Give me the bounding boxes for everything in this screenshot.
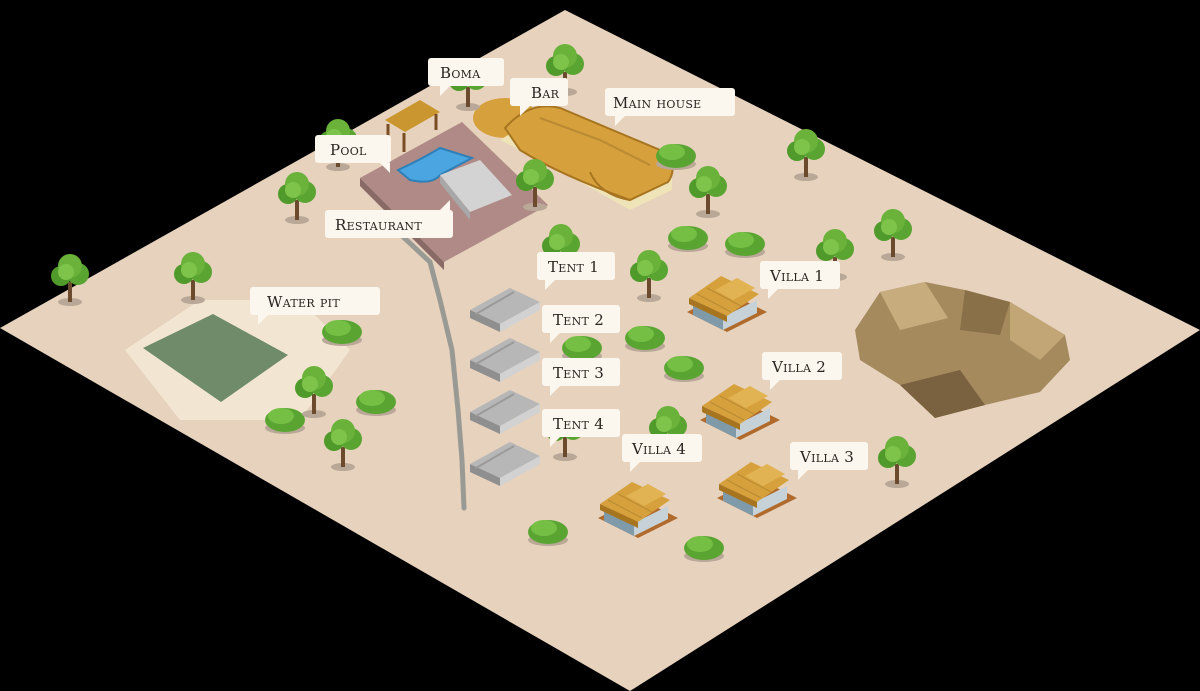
label-tent-2: Tent 2 xyxy=(542,305,620,343)
label-water-pit: Water pit xyxy=(250,287,380,325)
label-bar: Bar xyxy=(510,78,568,116)
rock-formation xyxy=(855,282,1070,418)
swimming-pool xyxy=(396,146,475,183)
svg-text:Tent 1: Tent 1 xyxy=(548,258,599,276)
label-villa-1: Villa 1 xyxy=(760,261,840,299)
main-house-building xyxy=(473,98,674,210)
label-villa-3: Villa 3 xyxy=(790,442,868,480)
svg-text:Villa 4: Villa 4 xyxy=(631,440,686,458)
label-main-house: Main house xyxy=(605,88,735,126)
svg-text:Pool: Pool xyxy=(330,141,367,159)
label-villa-4: Villa 4 xyxy=(622,434,702,472)
svg-text:Restaurant: Restaurant xyxy=(335,216,422,234)
label-tent-1: Tent 1 xyxy=(537,252,615,290)
label-boma: Boma xyxy=(428,58,504,96)
svg-text:Villa 1: Villa 1 xyxy=(769,267,824,285)
restaurant-building xyxy=(440,160,512,220)
svg-text:Villa 2: Villa 2 xyxy=(771,358,826,376)
svg-text:Main house: Main house xyxy=(613,94,702,112)
svg-text:Water pit: Water pit xyxy=(267,293,340,311)
label-pool: Pool xyxy=(315,135,391,173)
svg-text:Tent 3: Tent 3 xyxy=(553,364,604,382)
label-tent-4: Tent 4 xyxy=(542,409,620,447)
water-pit xyxy=(125,300,350,420)
label-restaurant: Restaurant xyxy=(325,200,453,238)
svg-text:Tent 4: Tent 4 xyxy=(553,415,604,433)
pond xyxy=(143,314,288,402)
svg-text:Boma: Boma xyxy=(440,64,481,82)
label-tent-3: Tent 3 xyxy=(542,358,620,396)
svg-text:Bar: Bar xyxy=(531,84,560,102)
svg-text:Tent 2: Tent 2 xyxy=(553,311,604,329)
label-villa-2: Villa 2 xyxy=(762,352,842,390)
footpath xyxy=(395,229,467,511)
svg-text:Villa 3: Villa 3 xyxy=(799,448,854,466)
